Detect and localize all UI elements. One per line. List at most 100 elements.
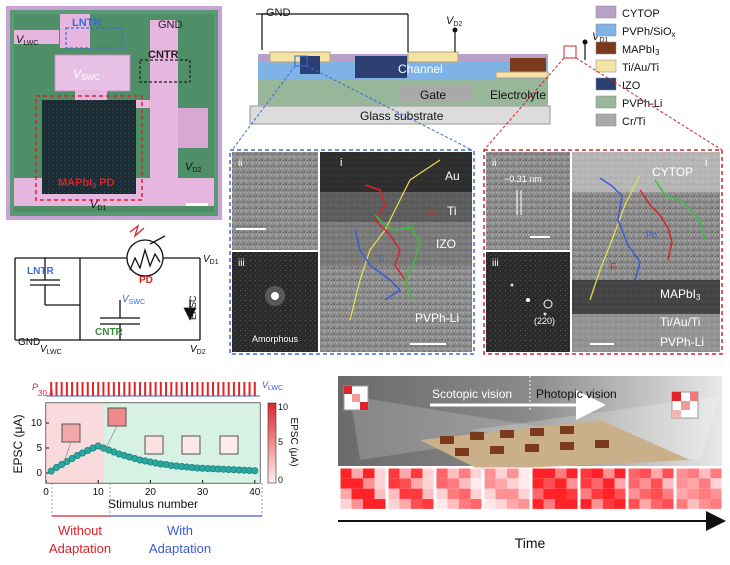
pulse-33: [222, 382, 225, 396]
heat-cell-2-2-2: [459, 488, 471, 500]
heat-cell-0-0-3: [374, 468, 386, 479]
micrograph-cntr-label: CNTR: [148, 49, 179, 61]
heat-cell-5-3-1: [591, 499, 603, 510]
heat-cell-5-1-3: [614, 478, 626, 489]
tem-left-ti-el-label: Ti: [377, 254, 384, 264]
legend-swatch-6: [595, 113, 617, 127]
heat-cell-4-0-2: [555, 468, 567, 479]
heat-cell-3-2-0: [484, 488, 496, 500]
tem-left-panel: ii iii i Amorphous Au Ti IZO PVPh-Li O I…: [229, 149, 475, 355]
heat-cell-3-3-0: [484, 499, 496, 510]
heat-cell-7-0-0: [676, 468, 688, 479]
legend-swatch-2: [595, 41, 617, 55]
heat-cell-1-2-2: [411, 488, 423, 500]
epsc-point-4: [68, 454, 76, 462]
cs-vd1-label: VD1: [592, 31, 608, 44]
heat-cell-7-3-2: [699, 499, 711, 510]
heat-cell-4-3-2: [555, 499, 567, 510]
circuit-cntr-label: CNTR: [95, 327, 124, 338]
tem-right-mapbi-label: MAPbI3: [660, 287, 701, 302]
ytick-label-2: 10: [31, 418, 43, 429]
heat-frame-1: [387, 467, 435, 510]
heat-cell-3-1-1: [495, 478, 507, 489]
xtick-label-0: 0: [43, 487, 49, 498]
heat-cell-1-0-1: [399, 468, 411, 479]
heat-cell-7-3-3: [710, 499, 722, 510]
without-label-2: Adaptation: [49, 541, 111, 556]
with-label-2: Adaptation: [149, 541, 211, 556]
heat-cell-6-3-2: [651, 499, 663, 510]
pulse-5: [76, 382, 79, 396]
zoom-box-right: [563, 45, 577, 59]
pulse-14: [123, 382, 126, 396]
micrograph-vd1-label: VD1: [90, 199, 106, 212]
epsc-point-39: [251, 467, 259, 475]
light-source-right: [671, 391, 699, 419]
heat-cell-5-2-0: [580, 488, 592, 500]
heat-frame-2: [435, 467, 483, 510]
heat-cell-6-2-1: [639, 488, 651, 500]
heat-cell-5-2-1: [591, 488, 603, 500]
zoom-box-left: [294, 55, 308, 67]
scotopic-label: Scotopic vision: [432, 387, 512, 401]
pulse-16: [133, 382, 136, 396]
pulse-1: [55, 382, 58, 396]
micrograph-lntr-label: LNTR: [72, 17, 101, 29]
heat-cell-1-2-1: [399, 488, 411, 500]
heat-cell-0-3-3: [374, 499, 386, 510]
pulse-21: [159, 382, 162, 396]
heat-cell-1-3-3: [422, 499, 434, 510]
heat-cell-0-1-2: [363, 478, 375, 489]
pulse-26: [185, 382, 188, 396]
heat-cell-7-2-2: [699, 488, 711, 500]
layer-legend: CYTOPPVPh/SiOxMAPbI3Ti/Au/TiIZOPVPh-LiCr…: [595, 5, 676, 128]
tem-right-tiauti-label: Ti/Au/Ti: [660, 315, 700, 329]
heat-cell-5-2-2: [603, 488, 615, 500]
cs-gate-label: Gate: [420, 88, 446, 102]
heat-cell-1-3-0: [388, 499, 400, 510]
heat-cell-1-1-3: [422, 478, 434, 489]
colorbar-tick-mid: 5: [278, 437, 283, 447]
pulse-18: [144, 382, 147, 396]
tem-left-pvph-label: PVPh-Li: [415, 311, 459, 325]
with-label-1: With: [167, 523, 193, 538]
xtick-label-1: 10: [93, 487, 105, 498]
heat-cell-5-0-1: [591, 468, 603, 479]
heat-cell-4-0-3: [566, 468, 578, 479]
heat-cell-4-2-2: [555, 488, 567, 500]
heat-cell-2-1-0: [436, 478, 448, 489]
heat-cell-0-0-1: [351, 468, 363, 479]
heat-cell-3-1-2: [507, 478, 519, 489]
tem-left-i-label: i: [340, 157, 342, 169]
micrograph-vlwc-label: VLWC: [16, 34, 38, 47]
epsc-point-0: [47, 467, 55, 475]
chart-xlabel: Stimulus number: [108, 497, 198, 511]
tem-left-amorphous-label: Amorphous: [252, 334, 299, 344]
pd-bottom-electrode: [495, 71, 549, 79]
heat-cell-3-3-1: [495, 499, 507, 510]
zoom-connectors: [231, 57, 723, 151]
heat-cell-5-3-0: [580, 499, 592, 510]
time-label: Time: [515, 535, 546, 551]
pulse-2: [60, 382, 63, 396]
heat-cell-3-2-1: [495, 488, 507, 500]
legend-label-6: Cr/Ti: [622, 116, 645, 128]
heat-cell-0-1-0: [340, 478, 352, 489]
xtick-label-2: 20: [145, 487, 157, 498]
device-micrograph: LNTR GND VLWC VSWC CNTR MAPbI3 PD VD2 VD…: [6, 6, 222, 220]
heat-cell-0-1-1: [351, 478, 363, 489]
heat-frame-4: [531, 467, 579, 510]
heat-cell-1-0-3: [422, 468, 434, 479]
heat-cell-0-3-2: [363, 499, 375, 510]
tem-left-o-label: O: [428, 207, 435, 217]
cs-vd2-label: VD2: [446, 15, 462, 28]
heat-cell-5-0-3: [614, 468, 626, 479]
circuit-pd-label: PD: [139, 275, 153, 286]
heat-cell-4-1-0: [532, 478, 544, 489]
pulse-13: [118, 382, 121, 396]
pulse-30: [206, 382, 209, 396]
heat-cell-7-2-0: [676, 488, 688, 500]
heat-frame-6: [627, 467, 675, 510]
